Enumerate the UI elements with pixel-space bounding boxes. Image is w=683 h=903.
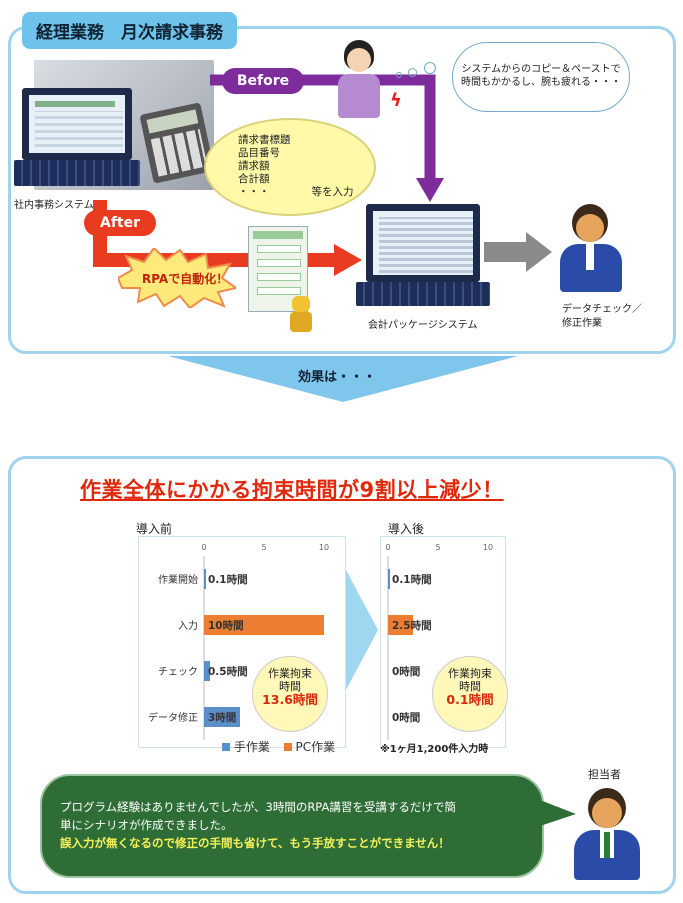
after-total-circle: 作業拘束 時間 0.1時間 <box>432 656 508 732</box>
before-chart: 0 5 10 作業開始 0.1時間入力 10時間チェック 0.5時間データ修正 3時間 <box>140 538 344 746</box>
result-label: 効果は・・・ <box>298 370 377 385</box>
after-total-line2: 時間 <box>459 680 481 693</box>
rpa-tool-screenshot <box>248 226 308 312</box>
category-label: データ修正 <box>148 711 198 724</box>
thought-dot-2 <box>408 68 417 77</box>
headline: 作業全体にかかる拘束時間が9割以上減少！ <box>80 478 504 502</box>
data-label: 0.1時間 <box>208 573 248 586</box>
bar <box>204 569 206 589</box>
after-label: After <box>84 210 156 236</box>
thought-line-1: システムからのコピー＆ペーストで <box>461 64 621 75</box>
before-total-line1: 作業拘束 <box>268 667 312 680</box>
input-item-5: ・・・等を入力 <box>238 186 354 198</box>
accounting-laptop-screen <box>366 204 480 282</box>
bar <box>204 707 240 727</box>
data-label: 0時間 <box>392 665 420 678</box>
data-label: 0時間 <box>392 711 420 724</box>
checker-label-1: データチェック／ <box>562 304 642 315</box>
bar <box>204 615 324 635</box>
section-title: 経理業務 月次請求事務 <box>22 12 237 49</box>
comment-highlight: 誤入力が無くなるので修正の手間も省けて、もう手放すことができません！ <box>60 836 450 850</box>
office-system-laptop-keyboard <box>14 160 140 186</box>
footnote: ※1ヶ月1,200件入力時 <box>380 744 489 755</box>
robot-icon <box>288 296 314 334</box>
bar-chart-svg: 0 5 10 0.1時間 2.5時間 0時間 0時間 <box>385 543 493 740</box>
category-label: 入力 <box>178 619 198 632</box>
data-label: 2.5時間 <box>392 619 432 632</box>
thought-line-2: 時間もかかるし、腕も疲れる・・・ <box>461 77 621 88</box>
thought-dot-3 <box>424 62 436 74</box>
office-system-label: 社内事務システム <box>14 200 94 211</box>
data-label: 3時間 <box>208 711 236 724</box>
legend-manual-label: 手作業 <box>233 740 270 754</box>
before-chart-frame <box>138 536 346 748</box>
person-in-charge-icon <box>572 788 642 882</box>
after-total-line1: 作業拘束 <box>448 667 492 680</box>
checker-person-icon <box>556 204 626 294</box>
after-chart-title: 導入後 <box>388 522 425 536</box>
data-label: 0.5時間 <box>208 665 248 678</box>
after-chart: 0 5 10 0.1時間 2.5時間 0時間 0時間 <box>382 538 504 746</box>
input-suffix: 等を入力 <box>311 186 354 198</box>
comment-bubble: プログラム経験はありませんでしたが、3時間のRPA講習を受講するだけで簡 単にシ… <box>40 774 544 878</box>
axis-tick-label: 0 <box>201 543 206 552</box>
legend-pc-swatch <box>283 743 292 751</box>
before-total-line2: 時間 <box>279 680 301 693</box>
legend-manual-swatch <box>222 743 230 751</box>
bar <box>204 661 210 681</box>
office-system-laptop-screen <box>22 88 132 160</box>
grey-arrow <box>484 232 552 272</box>
bar <box>388 615 413 635</box>
thought-dot-1 <box>396 72 402 78</box>
axis-tick-label: 0 <box>385 543 390 552</box>
before-total-circle: 作業拘束 時間 13.6時間 <box>252 656 328 732</box>
input-item-4: 合計額 <box>238 173 270 185</box>
compare-arrow <box>346 570 378 690</box>
lightning-icon: ϟ <box>390 90 402 111</box>
rpa-label: RPAで自動化！ <box>142 272 229 286</box>
axis-tick-label: 5 <box>261 543 266 552</box>
axis-tick-label: 10 <box>483 543 493 552</box>
before-chart-title: 導入前 <box>136 522 173 536</box>
after-total-value: 0.1時間 <box>446 692 494 707</box>
before-total-value: 13.6時間 <box>262 692 318 707</box>
axis-tick-label: 5 <box>435 543 440 552</box>
checker-label-2: 修正作業 <box>562 318 602 329</box>
result-chevron <box>168 356 518 402</box>
comment-line-2: 単にシナリオが作成できました。 <box>60 818 233 832</box>
bar <box>388 569 390 589</box>
input-item-2: 品目番号 <box>238 147 280 159</box>
thought-bubble: システムからのコピー＆ペーストで 時間もかかるし、腕も疲れる・・・ <box>452 42 630 112</box>
accounting-laptop-keyboard <box>356 282 490 306</box>
comment-bubble-tail <box>540 800 576 826</box>
axis-tick-label: 10 <box>319 543 329 552</box>
input-items-bubble: 請求書標題 品目番号 請求額 合計額 ・・・等を入力 <box>204 118 376 216</box>
input-item-3: 請求額 <box>238 160 270 172</box>
category-label: チェック <box>158 666 198 678</box>
legend-pc-label: PC作業 <box>295 740 336 754</box>
chart-legend: 手作業 PC作業 <box>222 738 335 755</box>
data-label: 10時間 <box>208 619 244 632</box>
data-label: 0.1時間 <box>392 573 432 586</box>
accounting-system-label: 会計パッケージシステム <box>368 320 478 331</box>
after-chart-frame <box>380 536 506 748</box>
before-label: Before <box>222 68 304 94</box>
person-in-charge-label: 担当者 <box>588 768 621 781</box>
input-item-1: 請求書標題 <box>238 134 291 146</box>
category-label: 作業開始 <box>158 573 198 586</box>
rpa-starburst <box>118 248 236 308</box>
worried-person-icon <box>330 40 390 120</box>
comment-line-1: プログラム経験はありませんでしたが、3時間のRPA講習を受講するだけで簡 <box>60 800 456 814</box>
